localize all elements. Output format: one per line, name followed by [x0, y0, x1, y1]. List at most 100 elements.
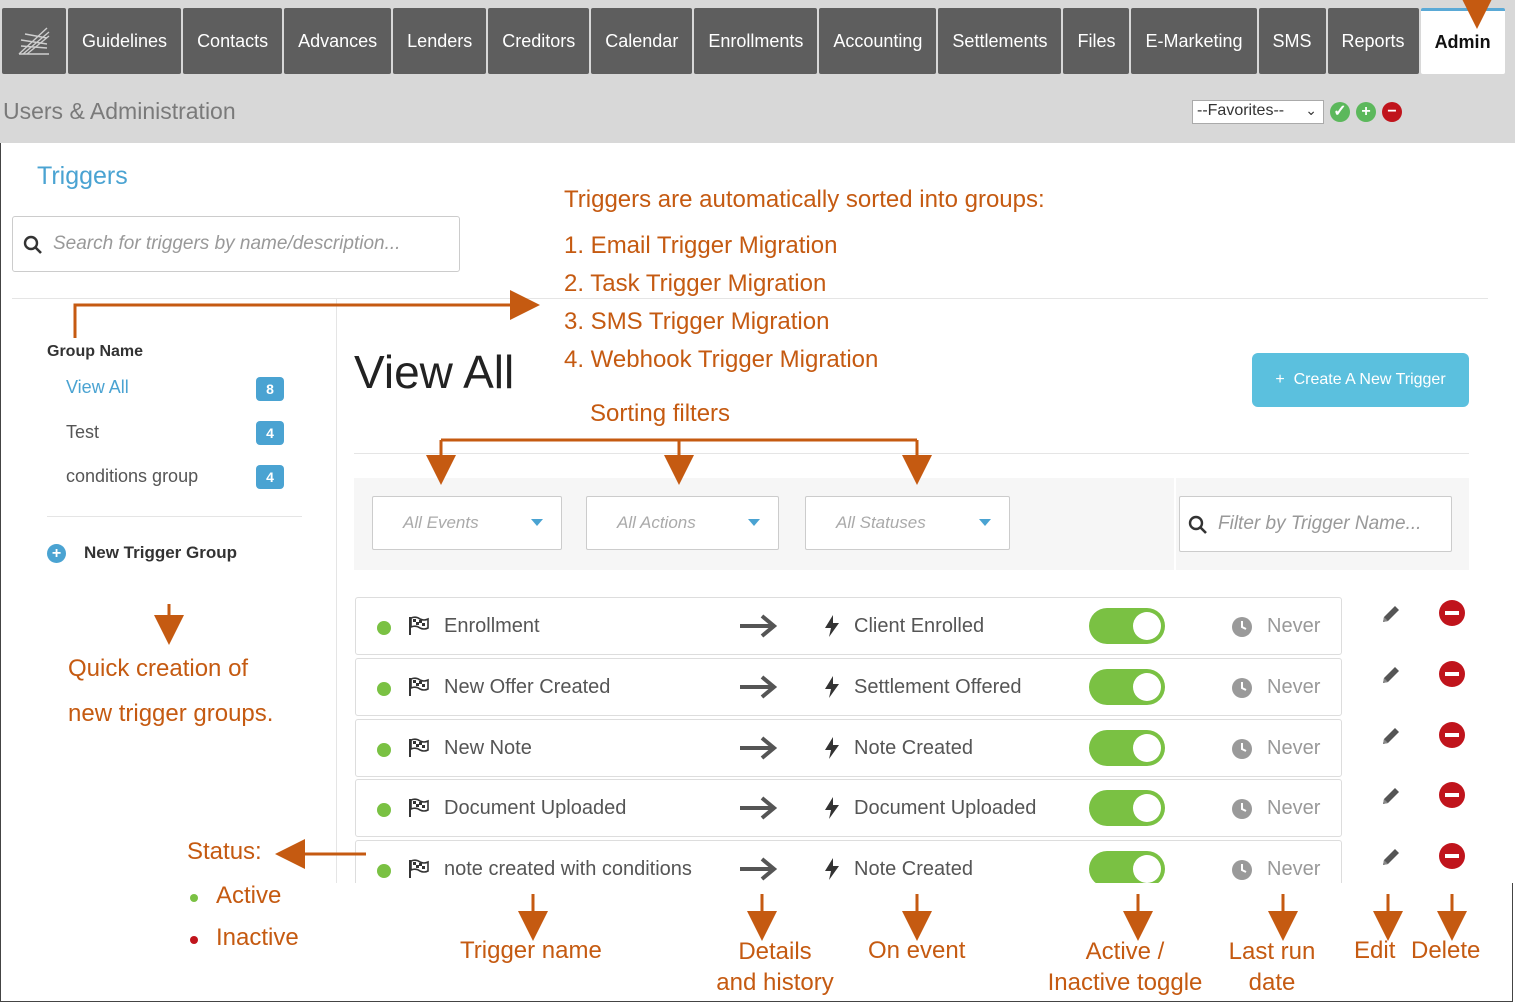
- trigger-search-input[interactable]: Search for triggers by name/description.…: [12, 216, 460, 272]
- trigger-name[interactable]: Document Uploaded: [444, 797, 627, 819]
- checkered-flag-icon: [409, 859, 429, 878]
- trigger-name[interactable]: New Offer Created: [444, 676, 611, 698]
- tab-guidelines[interactable]: Guidelines: [68, 8, 182, 74]
- filter-by-name-input[interactable]: Filter by Trigger Name...: [1179, 496, 1452, 552]
- last-run-date: Never: [1267, 676, 1321, 698]
- pencil-edit-icon[interactable]: [1380, 725, 1402, 752]
- delete-icon[interactable]: [1439, 722, 1465, 748]
- arrow-right-icon[interactable]: [738, 674, 778, 700]
- active-status-dot: [190, 894, 198, 902]
- checkered-flag-icon: [409, 798, 429, 817]
- tab-advances[interactable]: Advances: [284, 8, 392, 74]
- divider: [354, 453, 1469, 454]
- arrow-right-icon[interactable]: [738, 613, 778, 639]
- active-toggle[interactable]: [1089, 851, 1165, 887]
- tab-calendar[interactable]: Calendar: [591, 8, 693, 74]
- actions-filter-select[interactable]: All Actions: [586, 496, 779, 550]
- clock-icon: [1232, 860, 1252, 880]
- toggle-knob: [1133, 734, 1161, 762]
- chevron-down-icon: ⌄: [1305, 102, 1317, 118]
- tab-enrollments[interactable]: Enrollments: [694, 8, 818, 74]
- pencil-edit-icon[interactable]: [1380, 664, 1402, 691]
- statuses-filter-select[interactable]: All Statuses: [805, 496, 1010, 550]
- pencil-edit-icon[interactable]: [1380, 785, 1402, 812]
- search-placeholder: Search for triggers by name/description.…: [53, 233, 401, 254]
- last-run-date: Never: [1267, 615, 1321, 637]
- actions-filter-value: All Actions: [617, 513, 696, 532]
- annotation-details: Details and history: [700, 936, 850, 998]
- delete-icon[interactable]: [1439, 843, 1465, 869]
- annotation-quick-creation-2: new trigger groups.: [68, 700, 274, 727]
- new-trigger-group-button[interactable]: + New Trigger Group: [47, 543, 237, 563]
- status-dot: [377, 803, 391, 817]
- annotation-last-run: Last run date: [1222, 936, 1322, 998]
- active-toggle[interactable]: [1089, 608, 1165, 644]
- active-toggle[interactable]: [1089, 730, 1165, 766]
- trigger-name[interactable]: note created with conditions: [444, 858, 692, 880]
- triggers-title: Triggers: [37, 162, 128, 190]
- page-title: Users & Administration: [3, 98, 236, 124]
- tab-reports[interactable]: Reports: [1327, 8, 1419, 74]
- create-trigger-button[interactable]: + Create A New Trigger: [1252, 353, 1469, 407]
- trigger-event: Client Enrolled: [854, 615, 985, 637]
- arrow-right-icon[interactable]: [738, 795, 778, 821]
- remove-favorite-icon[interactable]: −: [1382, 102, 1402, 122]
- checkered-flag-icon: [409, 738, 429, 757]
- check-icon[interactable]: ✓: [1330, 102, 1350, 122]
- panel-border: [12, 298, 1488, 299]
- logo[interactable]: [2, 8, 66, 74]
- arrow-right-icon[interactable]: [738, 856, 778, 882]
- trigger-name[interactable]: Enrollment: [444, 615, 540, 637]
- tab-accounting[interactable]: Accounting: [819, 8, 937, 74]
- delete-icon[interactable]: [1439, 600, 1465, 626]
- trigger-row[interactable]: New Offer Created Settlement Offered Never: [355, 658, 1342, 716]
- top-bar: Guidelines Contacts Advances Lenders Cre…: [0, 0, 1515, 143]
- lightning-bolt-icon: [825, 797, 839, 819]
- arrow-right-icon[interactable]: [738, 735, 778, 761]
- delete-icon[interactable]: [1439, 782, 1465, 808]
- checkered-flag-icon: [409, 616, 429, 635]
- group-item-conditions-group[interactable]: conditions group: [66, 466, 199, 486]
- active-toggle[interactable]: [1089, 669, 1165, 705]
- group-name-header: Group Name: [47, 343, 144, 360]
- tab-e-marketing[interactable]: E-Marketing: [1131, 8, 1257, 74]
- tab-lenders[interactable]: Lenders: [393, 8, 487, 74]
- annotation-toggle-line1: Active /: [1085, 938, 1165, 965]
- add-favorite-icon[interactable]: +: [1356, 102, 1376, 122]
- tab-files[interactable]: Files: [1063, 8, 1130, 74]
- events-filter-select[interactable]: All Events: [372, 496, 562, 550]
- view-title: View All: [354, 346, 515, 398]
- inactive-status-dot: [190, 936, 198, 944]
- active-toggle[interactable]: [1089, 790, 1165, 826]
- status-dot: [377, 864, 391, 878]
- sidebar-divider: [336, 298, 337, 883]
- tab-contacts[interactable]: Contacts: [183, 8, 283, 74]
- tab-creditors[interactable]: Creditors: [488, 8, 590, 74]
- pencil-edit-icon[interactable]: [1380, 603, 1402, 630]
- trigger-row[interactable]: Enrollment Client Enrolled Never: [355, 597, 1342, 655]
- trigger-name[interactable]: New Note: [444, 737, 532, 759]
- annotation-last-run-line2: date: [1248, 969, 1296, 996]
- group-count-badge: 4: [256, 421, 284, 445]
- group-count-badge: 8: [256, 377, 284, 401]
- caret-down-icon: [979, 519, 991, 526]
- annotation-group-3: 3. SMS Trigger Migration: [564, 308, 830, 335]
- favorites-select[interactable]: --Favorites-- ⌄: [1192, 100, 1324, 124]
- pencil-edit-icon[interactable]: [1380, 846, 1402, 873]
- tab-settlements[interactable]: Settlements: [938, 8, 1062, 74]
- lightning-bolt-icon: [825, 858, 839, 880]
- group-item-view-all[interactable]: View All: [66, 377, 129, 397]
- trigger-event: Settlement Offered: [854, 676, 1022, 698]
- group-item-test[interactable]: Test: [66, 422, 100, 442]
- annotation-on-event: On event: [868, 937, 966, 964]
- plus-circle-icon: +: [47, 543, 66, 563]
- annotation-group-4: 4. Webhook Trigger Migration: [564, 346, 879, 373]
- annotation-inactive: Inactive: [216, 924, 299, 951]
- annotation-area: [2, 883, 1511, 1000]
- trigger-event: Note Created: [854, 737, 973, 759]
- delete-icon[interactable]: [1439, 661, 1465, 687]
- tab-sms[interactable]: SMS: [1258, 8, 1326, 74]
